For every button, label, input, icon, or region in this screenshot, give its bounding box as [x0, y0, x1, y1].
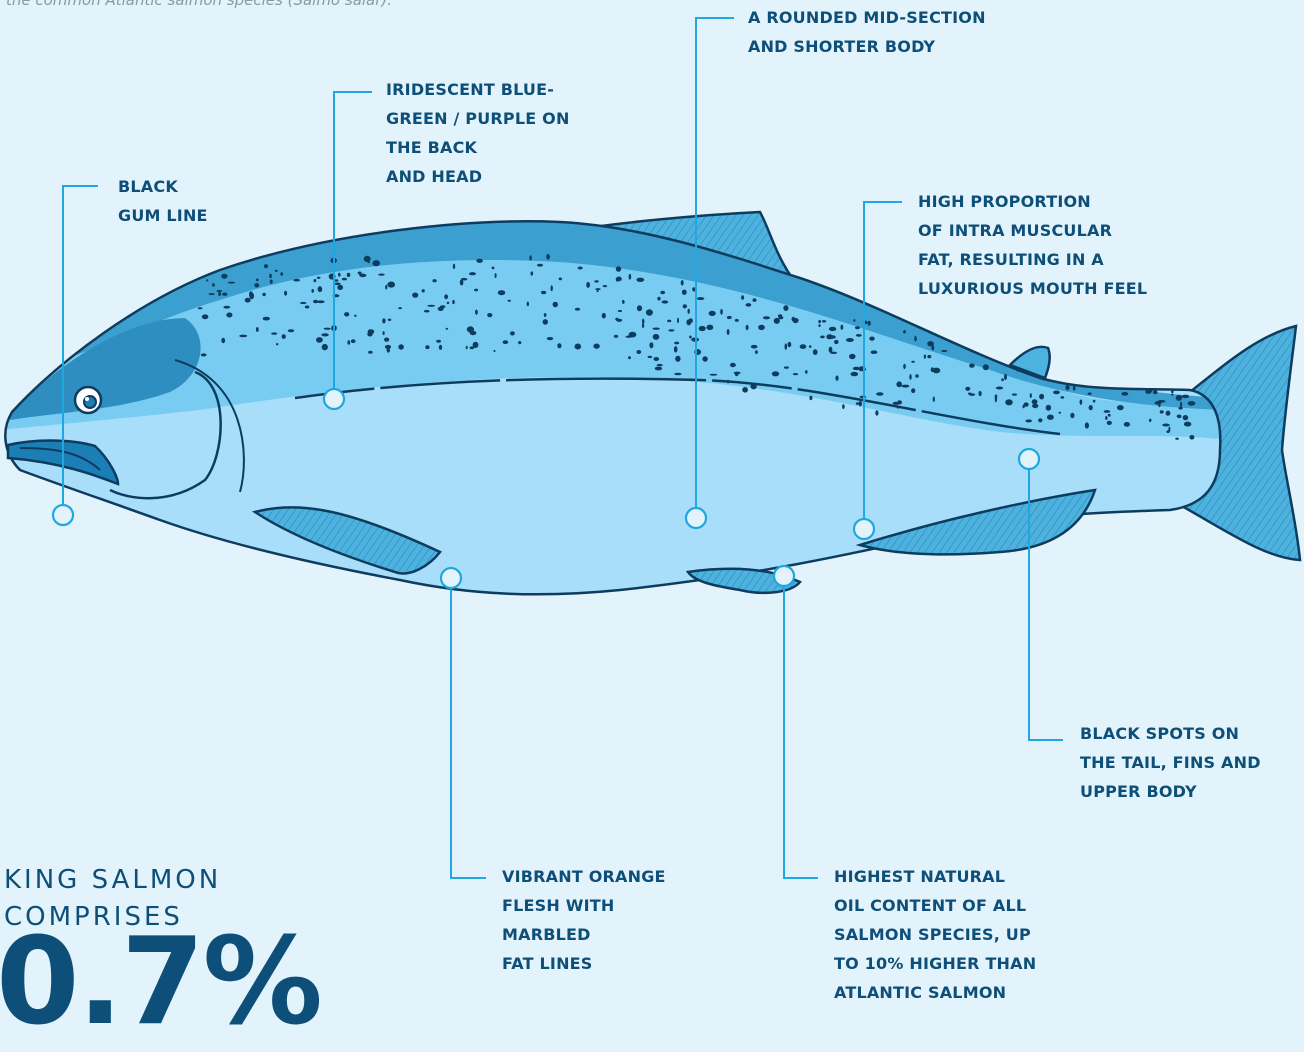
anchor-dot-oil [774, 566, 794, 586]
salmon-diagram [0, 0, 1304, 1005]
callout-rounded-midsection: A ROUNDED MID-SECTION AND SHORTER BODY [748, 3, 986, 61]
callout-iridescent-back: IRIDESCENT BLUE- GREEN / PURPLE ON THE B… [386, 75, 570, 191]
callout-oil-content: HIGHEST NATURAL OIL CONTENT OF ALL SALMO… [834, 862, 1036, 1007]
anchor-dot-gum [53, 505, 73, 525]
leader-line-flesh [451, 588, 486, 878]
anchor-dot-spots [1019, 449, 1039, 469]
anchor-dot-iridescent [324, 389, 344, 409]
callout-gum-line: BLACK GUM LINE [118, 172, 208, 230]
anchor-dot-midsection [686, 508, 706, 528]
callout-intramuscular-fat: HIGH PROPORTION OF INTRA MUSCULAR FAT, R… [918, 187, 1147, 303]
eye [75, 387, 101, 413]
anchor-dot-flesh [441, 568, 461, 588]
leader-line-oil [784, 586, 818, 878]
callout-orange-flesh: VIBRANT ORANGE FLESH WITH MARBLED FAT LI… [502, 862, 666, 978]
callout-black-spots: BLACK SPOTS ON THE TAIL, FINS AND UPPER … [1080, 719, 1261, 806]
stat-value: 0.7% [0, 918, 321, 1048]
anchor-dot-fat [854, 519, 874, 539]
